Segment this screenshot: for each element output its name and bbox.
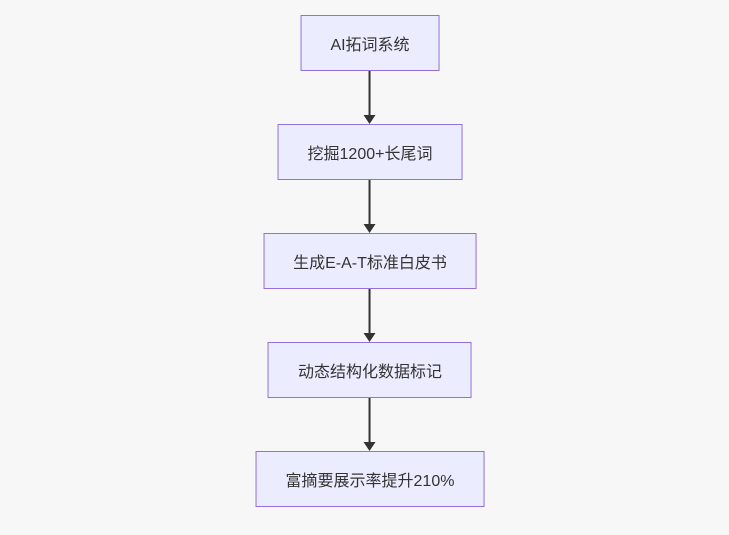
arrow-line — [369, 71, 371, 116]
flowchart-node-label: AI拓词系统 — [330, 37, 410, 54]
arrow-line — [369, 180, 371, 225]
flowchart-node: 生成E-A-T标准白皮书 — [263, 233, 477, 289]
arrowhead-down-icon — [364, 115, 376, 124]
flowchart-node-label: 动态结构化数据标记 — [297, 364, 442, 381]
arrowhead-down-icon — [364, 224, 376, 233]
arrowhead-down-icon — [364, 333, 376, 342]
flowchart-arrow — [363, 71, 377, 124]
flowchart-node: 动态结构化数据标记 — [267, 342, 472, 398]
flowchart-node: AI拓词系统 — [300, 15, 440, 71]
flowchart: AI拓词系统 挖掘1200+长尾词 生成E-A-T标准白皮书 动态结构化数据标记… — [255, 15, 485, 507]
flowchart-arrow — [363, 180, 377, 233]
arrow-line — [369, 289, 371, 334]
flowchart-node: 富摘要展示率提升210% — [255, 451, 485, 507]
flowchart-arrow — [363, 289, 377, 342]
flowchart-node-label: 生成E-A-T标准白皮书 — [293, 255, 447, 272]
flowchart-arrow — [363, 398, 377, 451]
arrow-line — [369, 398, 371, 443]
flowchart-node: 挖掘1200+长尾词 — [277, 124, 463, 180]
flowchart-node-label: 富摘要展示率提升210% — [285, 473, 455, 490]
arrowhead-down-icon — [364, 442, 376, 451]
flowchart-node-label: 挖掘1200+长尾词 — [307, 146, 433, 163]
